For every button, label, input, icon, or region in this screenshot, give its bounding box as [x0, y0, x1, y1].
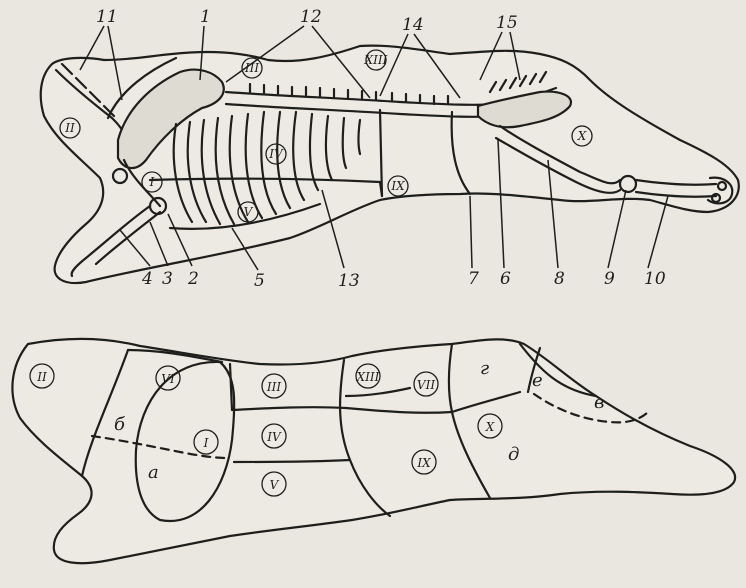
label-3: 3: [162, 269, 173, 289]
sub-letter-d: д: [508, 444, 519, 465]
label-11: 11: [96, 7, 118, 27]
sub-letter-b: б: [114, 414, 126, 435]
top-region-IX: IX: [390, 179, 405, 193]
bottom-region-III: III: [266, 380, 281, 394]
label-1: 1: [200, 7, 211, 27]
label-6: 6: [500, 269, 511, 289]
top-region-X: X: [577, 129, 587, 143]
label-5: 5: [254, 271, 265, 291]
sub-letter-a: а: [148, 462, 159, 483]
label-8: 8: [554, 269, 565, 289]
label-14: 14: [402, 15, 424, 35]
bottom-region-XIII: XIII: [356, 370, 380, 384]
bottom-region-VI: VI: [161, 372, 175, 386]
sub-letter-g: г: [480, 358, 489, 379]
label-4: 4: [141, 269, 153, 289]
label-10: 10: [644, 269, 666, 289]
label-12: 12: [300, 7, 322, 27]
label-2: 2: [187, 269, 199, 289]
sub-letter-v: в: [594, 392, 604, 413]
bottom-region-IX: IX: [416, 456, 431, 470]
top-region-II: II: [64, 121, 75, 135]
top-region-XIII: XIII: [364, 53, 388, 67]
bottom-region-X: X: [485, 420, 495, 434]
label-15: 15: [496, 13, 518, 33]
bottom-region-V: V: [270, 478, 280, 492]
bottom-region-II: II: [36, 370, 47, 384]
top-region-V: V: [244, 205, 254, 219]
label-9: 9: [604, 269, 615, 289]
bottom-region-IV: IV: [266, 430, 282, 444]
label-7: 7: [468, 269, 479, 289]
top-region-III: III: [244, 61, 259, 75]
top-region-I: I: [149, 175, 155, 189]
label-13: 13: [338, 271, 360, 291]
top-region-IV: IV: [268, 147, 284, 161]
bottom-region-VII: VII: [417, 378, 435, 392]
bottom-region-I: I: [203, 436, 209, 450]
sub-letter-e: е: [532, 370, 543, 391]
